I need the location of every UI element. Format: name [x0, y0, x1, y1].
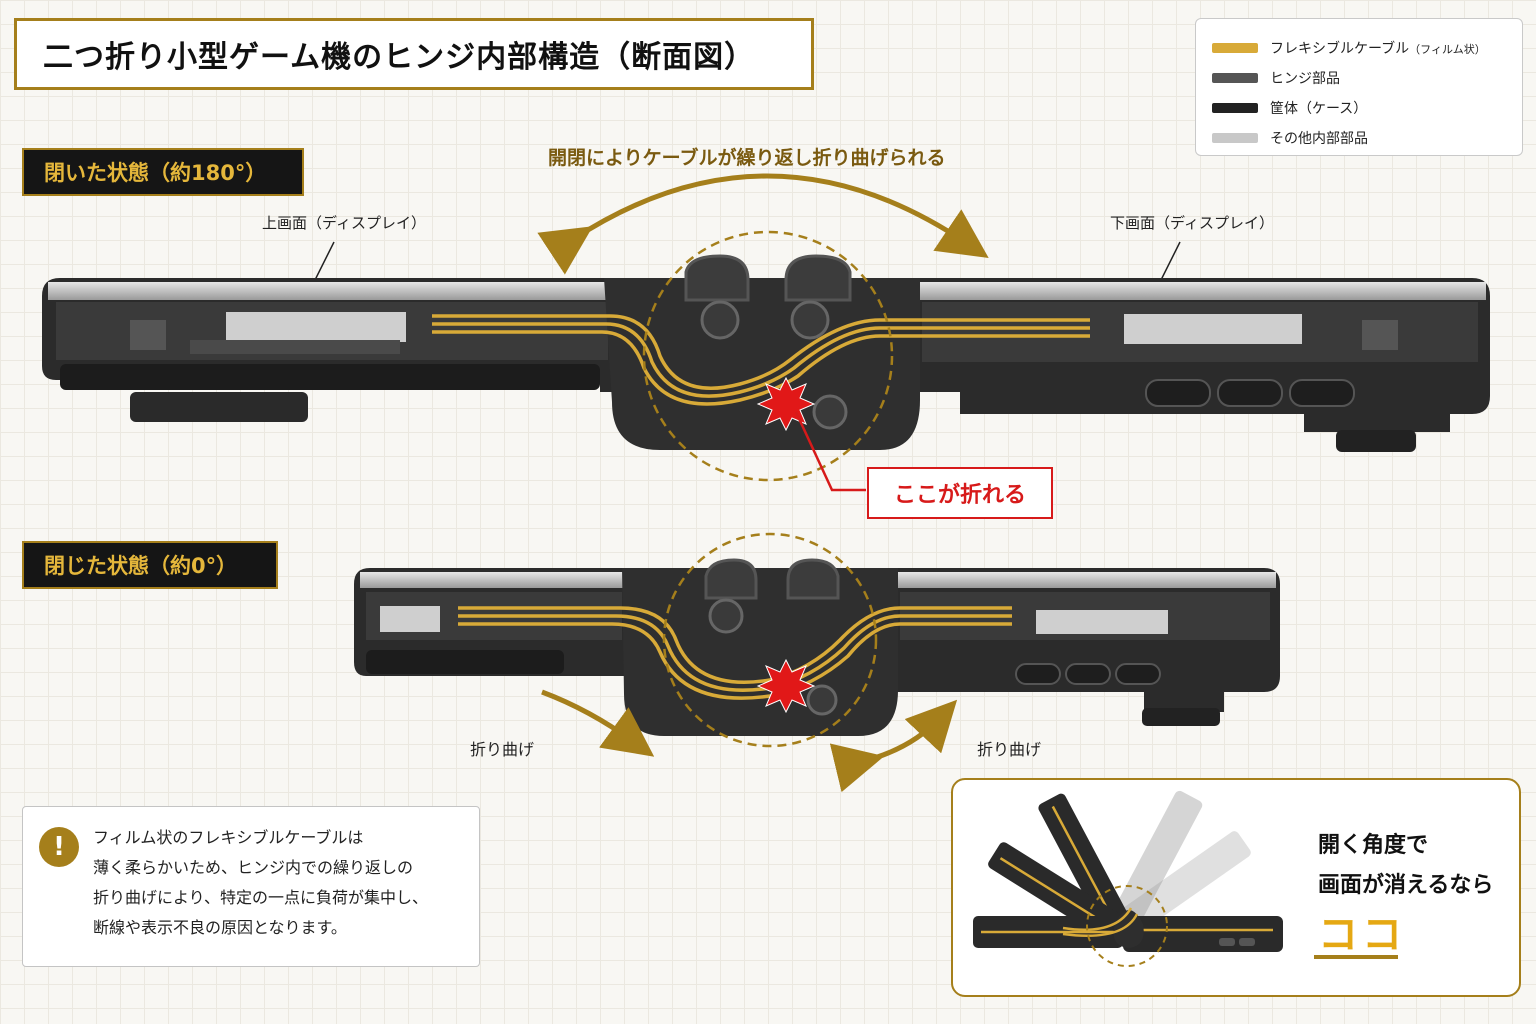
motion-caption: 開閉によりケーブルが繰り返し折り曲げられる [548, 147, 946, 169]
bend-arrow-right [829, 699, 958, 793]
note-line-1: フィルム状のフレキシブルケーブルは [93, 828, 364, 847]
inset-caption: 開く角度で 画面が消えるなら [1318, 826, 1493, 906]
legend-item-case: 筐体（ケース） [1212, 93, 1506, 123]
legend-swatch-other [1212, 133, 1258, 143]
open-close-arc-arrow [537, 173, 989, 275]
page-title: 二つ折り小型ゲーム機のヒンジ内部構造（断面図） [43, 40, 756, 75]
bend-label-left: 折り曲げ [470, 740, 535, 759]
lower-screen-label: 下画面（ディスプレイ） [1110, 214, 1274, 232]
legend-label-hinge: ヒンジ部品 [1270, 71, 1340, 87]
inset-highlight-underline [1314, 955, 1398, 959]
note-line-3: 折り曲げにより、特定の一点に負荷が集中し、 [93, 888, 429, 907]
open-device [42, 230, 1490, 492]
inset-highlight: ココ [1318, 912, 1406, 958]
warning-note: ! フィルム状のフレキシブルケーブルは 薄く柔らかいため、ヒンジ内での繰り返しの… [22, 806, 480, 967]
legend-item-cable: フレキシブルケーブル（フィルム状） [1212, 33, 1506, 63]
legend-label-other: その他内部部品 [1270, 131, 1368, 147]
legend-swatch-cable [1212, 43, 1258, 53]
page-title-box: 二つ折り小型ゲーム機のヒンジ内部構造（断面図） [14, 18, 814, 90]
warning-icon: ! [39, 827, 79, 867]
open-state-tag: 閉いた状態（約180°） [22, 148, 304, 196]
closed-device [354, 532, 1280, 748]
legend-label-case: 筐体（ケース） [1270, 101, 1368, 117]
bend-label-right: 折り曲げ [977, 740, 1042, 759]
inset-panel [951, 778, 1521, 997]
legend: フレキシブルケーブル（フィルム状） ヒンジ部品 筐体（ケース） その他内部部品 [1195, 18, 1523, 156]
note-line-2: 薄く柔らかいため、ヒンジ内での繰り返しの [93, 858, 414, 877]
inset-caption-line-1: 開く角度で [1318, 833, 1429, 858]
opening-angle-illustration [973, 790, 1283, 967]
warning-note-text: フィルム状のフレキシブルケーブルは 薄く柔らかいため、ヒンジ内での繰り返しの 折… [93, 823, 477, 943]
break-point-marker-open [756, 376, 816, 432]
inset-caption-line-2: 画面が消えるなら [1318, 873, 1494, 898]
legend-sublabel-cable: （フィルム状） [1409, 43, 1486, 56]
upper-screen-label: 上画面（ディスプレイ） [262, 214, 426, 232]
legend-swatch-hinge [1212, 73, 1258, 83]
bend-arrow-left [541, 689, 655, 757]
legend-item-other: その他内部部品 [1212, 123, 1506, 153]
legend-item-hinge: ヒンジ部品 [1212, 63, 1506, 93]
closed-state-tag: 閉じた状態（約0°） [22, 541, 278, 589]
legend-label-cable: フレキシブルケーブル [1270, 41, 1410, 57]
note-line-4: 断線や表示不良の原因となります。 [93, 918, 347, 937]
break-callout: ここが折れる [867, 467, 1053, 519]
break-point-marker-closed [756, 658, 816, 714]
legend-swatch-case [1212, 103, 1258, 113]
